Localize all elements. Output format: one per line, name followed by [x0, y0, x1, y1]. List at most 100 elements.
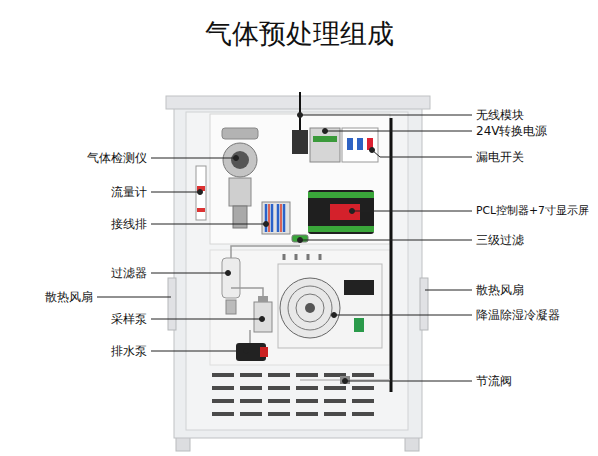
part-label: 24V转换电源 — [476, 124, 547, 138]
leader-line — [352, 211, 472, 212]
terminal-rail — [262, 202, 290, 234]
psu-terminal — [313, 136, 337, 142]
part-label: PCL控制器+7寸显示屏 — [476, 205, 589, 218]
module-box — [292, 130, 308, 154]
flow-valve — [197, 208, 205, 212]
plc-controller — [308, 190, 374, 234]
filter-drain — [226, 300, 236, 314]
leakage-switch — [342, 128, 378, 162]
leader-dot — [244, 349, 249, 354]
cabinet-roof — [166, 96, 430, 109]
flow-meter — [196, 166, 206, 220]
leader-dot — [323, 129, 328, 134]
leader-line — [151, 158, 236, 159]
inner-frame — [186, 112, 408, 430]
pump-body — [254, 302, 272, 332]
terminal-wires — [269, 204, 281, 232]
flow-tube — [196, 166, 206, 220]
detector-sensor — [233, 206, 247, 228]
controller-badge — [330, 204, 360, 220]
pipes — [231, 118, 391, 392]
gas-pipe — [231, 288, 263, 296]
sampling-pump — [254, 296, 272, 332]
leader-line — [151, 351, 246, 352]
filter-fitting — [292, 235, 308, 242]
switch-box — [342, 128, 378, 162]
condenser — [278, 254, 382, 348]
part-label: 无线模块 — [476, 108, 524, 122]
leader-dot — [343, 379, 348, 384]
detector-top — [222, 128, 258, 139]
leader-dot — [226, 271, 231, 276]
throttle-valve — [340, 376, 350, 384]
part-label: 散热风扇 — [476, 283, 524, 297]
leader-line — [300, 240, 472, 241]
power-supply — [310, 128, 340, 162]
fan-grille — [296, 294, 324, 322]
leader-dot — [332, 313, 337, 318]
leader-line — [300, 115, 472, 116]
leader-line — [151, 273, 228, 274]
leader-line — [334, 315, 472, 316]
terminal-block — [262, 202, 290, 234]
drain-pump — [236, 343, 268, 361]
detector-window — [231, 151, 249, 169]
leader-lines — [97, 113, 472, 384]
condenser-ports — [284, 254, 320, 260]
detector-head — [223, 143, 257, 177]
fan-grille — [280, 278, 340, 338]
part-label: 三级过滤 — [476, 233, 524, 247]
leader-dot — [260, 317, 265, 322]
part-label: 节流阀 — [476, 374, 512, 388]
page-title: 气体预处理组成 — [0, 18, 598, 50]
leader-dot — [198, 190, 203, 195]
leader-line — [97, 297, 171, 298]
switch-toggle — [357, 138, 363, 150]
fan-grille — [288, 286, 332, 330]
controller-terminals — [308, 226, 374, 232]
pump-port — [260, 347, 268, 357]
leader-line — [325, 131, 472, 132]
three-stage-filter — [292, 235, 308, 242]
lower-area — [210, 250, 390, 365]
leader-dot — [298, 113, 303, 118]
psu-box — [310, 128, 340, 162]
condenser-case — [278, 264, 382, 348]
pump-head — [258, 296, 268, 302]
gas-pipe — [231, 246, 300, 258]
wireless-module — [292, 92, 308, 154]
part-label: 气体检测仪 — [87, 151, 147, 165]
filter-bowl — [222, 258, 240, 298]
leader-line — [151, 224, 266, 225]
part-label: 接线排 — [111, 217, 147, 231]
leader-dot — [370, 148, 375, 153]
controller-box — [308, 190, 374, 234]
leader-dot — [350, 209, 355, 214]
filter — [222, 258, 240, 314]
part-label: 排水泵 — [111, 344, 147, 358]
antenna — [299, 92, 301, 130]
condenser-display — [344, 280, 374, 295]
part-label: 采样泵 — [111, 312, 147, 326]
terminal-wires — [266, 204, 284, 232]
leader-line — [372, 150, 472, 157]
side-fan-cover — [420, 278, 428, 330]
controller-terminals — [308, 192, 374, 198]
leader-dot — [298, 238, 303, 243]
leader-line — [345, 381, 472, 382]
gas-detector — [222, 128, 258, 228]
switch-toggle — [347, 138, 353, 150]
part-label: 漏电开关 — [476, 150, 524, 164]
leader-dot — [234, 156, 239, 161]
leader-dot — [264, 222, 269, 227]
side-fan-cover — [168, 278, 176, 330]
part-label: 散热风扇 — [45, 290, 93, 304]
leader-line — [425, 290, 472, 291]
condenser-switch — [354, 318, 364, 332]
part-label: 过滤器 — [111, 266, 147, 280]
vertical-pipe — [390, 118, 393, 392]
leader-line — [151, 319, 262, 320]
part-label: 流量计 — [111, 185, 147, 199]
part-label: 降温除湿冷凝器 — [476, 308, 560, 322]
drain-pipe — [249, 330, 251, 343]
